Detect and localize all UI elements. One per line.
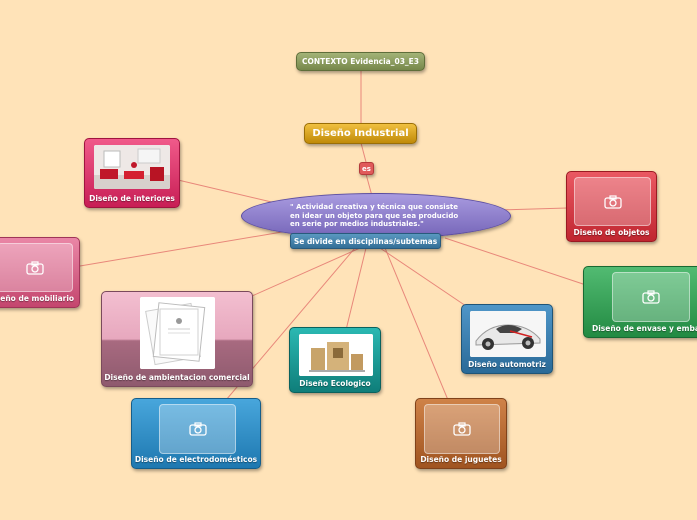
branch-ecologico[interactable]: Diseño Ecologico (289, 327, 381, 393)
document-photo (140, 297, 215, 369)
camera-icon (453, 422, 471, 436)
branch-objetos-label: Diseño de objetos (573, 228, 650, 237)
subtopic-label: Se divide en disciplinas/subtemas (293, 236, 438, 246)
subtopic-node[interactable]: Se divide en disciplinas/subtemas (290, 233, 441, 249)
branch-juguetes[interactable]: Diseño de juguetes (415, 398, 507, 469)
context-label: CONTEXTO Evidencia_03_E3 (302, 57, 420, 66)
furniture-photo (299, 334, 373, 376)
branch-envase-label: Diseño de envase y embalaje (592, 324, 697, 333)
branch-ecologico-label: Diseño Ecologico (299, 379, 371, 388)
mobiliario-image-placeholder (0, 243, 73, 292)
branch-envase[interactable]: Diseño de envase y embalaje (583, 266, 697, 338)
camera-icon (603, 194, 622, 209)
objetos-image-placeholder (574, 177, 651, 226)
branch-mobiliario[interactable]: Diseño de mobiliario (0, 237, 80, 308)
branch-juguetes-label: Diseño de juguetes (420, 455, 502, 464)
connector-label: es (362, 164, 371, 173)
camera-icon (188, 422, 207, 436)
branch-interiores[interactable]: Diseño de interiores (84, 138, 180, 208)
camera-icon (26, 260, 44, 275)
branch-ambientacion-label: Diseño de ambientacion comercial (104, 373, 250, 382)
camera-icon (642, 290, 660, 304)
branch-automotriz-label: Diseño automotriz (468, 360, 546, 369)
juguetes-image-placeholder (424, 404, 500, 454)
envase-image-placeholder (612, 272, 690, 322)
definition-node[interactable]: " Actividad creativa y técnica que consi… (241, 193, 511, 239)
connector-node[interactable]: es (359, 162, 374, 175)
main-topic-label: Diseño Industrial (312, 128, 409, 139)
branch-electrodomesticos-label: Diseño de electrodomésticos (134, 455, 258, 464)
definition-text: " Actividad creativa y técnica que consi… (290, 203, 459, 229)
branch-mobiliario-label: Diseño de mobiliario (0, 294, 75, 303)
branch-interiores-label: Diseño de interiores (89, 194, 175, 203)
electrodomesticos-image-placeholder (159, 404, 236, 454)
branch-electrodomesticos[interactable]: Diseño de electrodomésticos (131, 398, 261, 469)
interior-photo (94, 145, 170, 189)
car-photo (470, 311, 546, 357)
main-topic-node[interactable]: Diseño Industrial (304, 123, 417, 144)
branch-automotriz[interactable]: Diseño automotriz (461, 304, 553, 374)
context-node[interactable]: CONTEXTO Evidencia_03_E3 (296, 52, 425, 71)
branch-ambientacion[interactable]: Diseño de ambientacion comercial (101, 291, 253, 387)
branch-objetos[interactable]: Diseño de objetos (566, 171, 657, 242)
